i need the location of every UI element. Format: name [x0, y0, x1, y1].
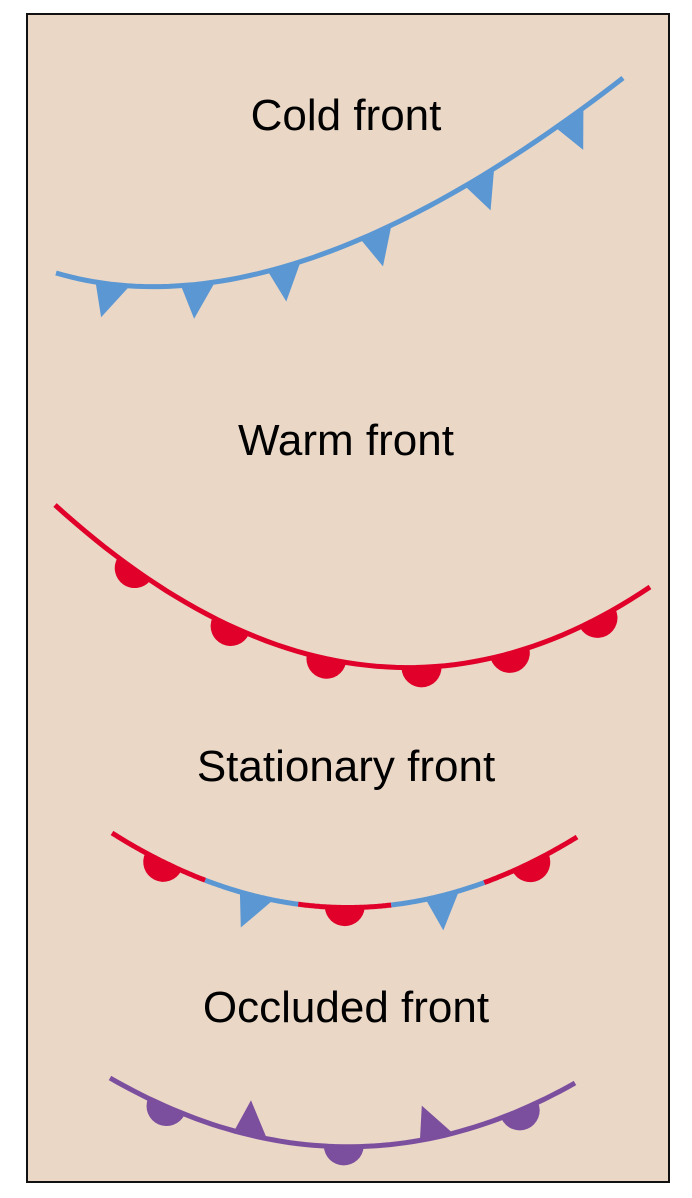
cold-front-triangle-4 — [360, 225, 392, 267]
occluded-front-semicircle-1 — [146, 1098, 185, 1127]
stationary-front-semicircle-1 — [143, 853, 182, 882]
occluded-front-semicircle-3 — [501, 1102, 540, 1131]
cold-front-line — [55, 76, 625, 290]
cold-front-triangle-5 — [465, 168, 495, 211]
warm-front-semicircle-4 — [401, 666, 442, 688]
warm-front-semicircle-2 — [210, 617, 249, 646]
warm-front-semicircle-6 — [580, 609, 618, 638]
warm-front-label: Warm front — [238, 416, 454, 465]
warm-front-line — [53, 503, 652, 671]
stationary-front-triangle-1 — [239, 892, 273, 928]
cold-front-triangle-2 — [181, 282, 215, 319]
stationary-front-label: Stationary front — [196, 742, 496, 791]
warm-front-semicircle-1 — [114, 557, 151, 589]
diagram-panel — [26, 13, 670, 1183]
occluded-front-semicircle-2 — [323, 1146, 364, 1166]
cold-front-label: Cold front — [250, 91, 442, 140]
stationary-front-semicircle-2 — [324, 907, 365, 927]
stationary-front-semicircle-3 — [512, 853, 551, 883]
cold-front-triangle-6 — [555, 107, 584, 150]
stationary-front-triangle-2 — [425, 891, 459, 931]
warm-front-semicircle-5 — [490, 648, 530, 673]
stationary-front-segment-3 — [297, 901, 392, 910]
occluded-front-line — [108, 1075, 577, 1150]
cold-front-triangle-3 — [267, 261, 301, 302]
occluded-front-label: Occluded front — [202, 983, 490, 1032]
occluded-front-triangle-1 — [234, 1100, 268, 1140]
warm-front-semicircle-3 — [306, 654, 346, 679]
stationary-front-segment-1 — [110, 830, 207, 883]
cold-front-triangle-1 — [95, 282, 130, 318]
occluded-front-triangle-2 — [419, 1105, 454, 1141]
stationary-front-segment-4 — [390, 880, 486, 908]
